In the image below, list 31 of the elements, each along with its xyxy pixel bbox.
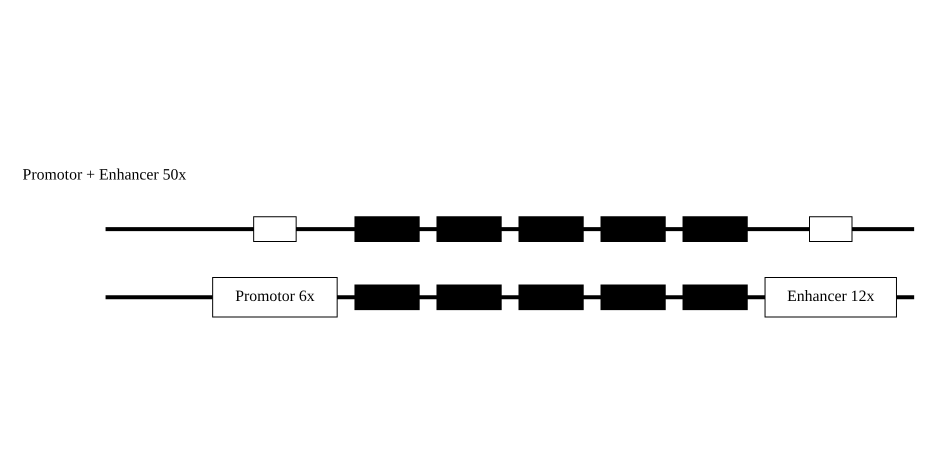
connector <box>583 226 601 231</box>
node-bar <box>436 216 502 242</box>
connector <box>665 294 683 299</box>
connector <box>419 226 437 231</box>
node-bar <box>518 216 584 242</box>
node-bar <box>436 284 502 310</box>
connector <box>337 294 355 299</box>
connector <box>896 294 914 299</box>
connector <box>106 294 212 299</box>
node-bar <box>354 284 420 310</box>
node-bar <box>682 216 748 242</box>
node-bar <box>354 216 420 242</box>
node-bar <box>518 284 584 310</box>
node-box <box>809 216 852 242</box>
connector <box>747 226 810 231</box>
label: Promotor + Enhancer 50x <box>22 166 186 183</box>
connector <box>747 294 765 299</box>
connector <box>852 226 914 231</box>
node-box <box>253 216 297 242</box>
connector <box>665 226 683 231</box>
node-bar <box>600 284 666 310</box>
node-box: Promotor 6x <box>212 276 338 318</box>
connector <box>501 226 519 231</box>
connector <box>583 294 601 299</box>
node-bar <box>600 216 666 242</box>
connector <box>296 226 355 231</box>
node-box: Enhancer 12x <box>764 276 897 318</box>
node-bar <box>682 284 748 310</box>
connector <box>419 294 437 299</box>
connector <box>106 226 254 231</box>
connector <box>501 294 519 299</box>
